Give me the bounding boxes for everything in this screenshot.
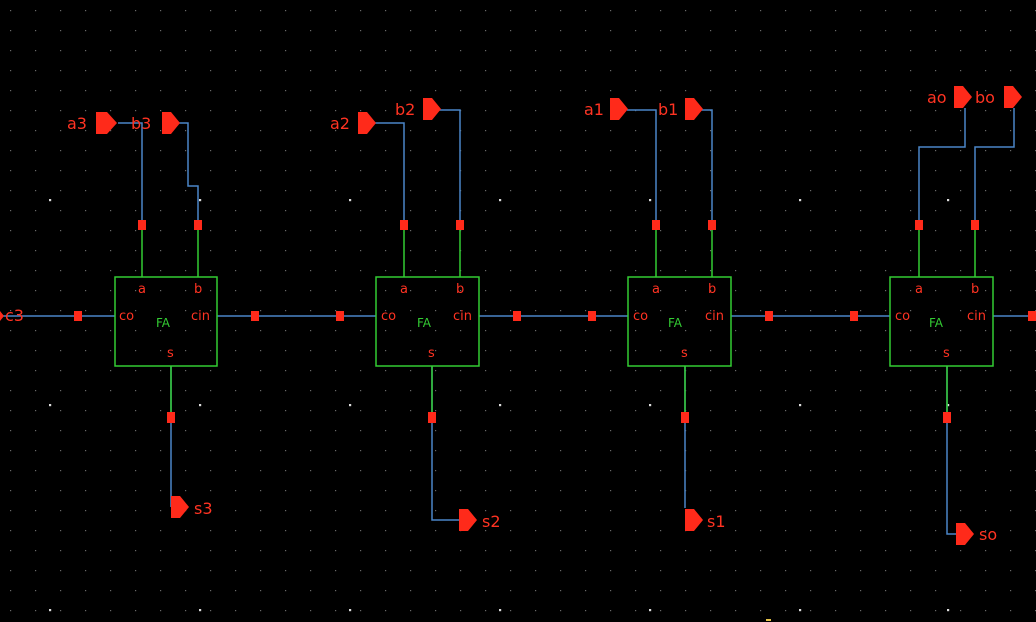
instance-fa3[interactable]: a b co cin FA s bbox=[114, 276, 218, 367]
pin-label-a: a bbox=[915, 282, 923, 297]
pin-label-cin: cin bbox=[453, 309, 472, 324]
wire-b2[interactable] bbox=[438, 109, 461, 222]
pin-label-b: b bbox=[194, 282, 202, 297]
wire-b3[interactable] bbox=[177, 122, 199, 222]
instance-title: FA bbox=[156, 316, 171, 330]
instance-fa0[interactable]: a b co cin FA s bbox=[889, 276, 994, 367]
instance-title: FA bbox=[929, 316, 944, 330]
port-s1-pin[interactable] bbox=[685, 509, 703, 531]
port-s3-label: s3 bbox=[194, 499, 213, 518]
port-b2-label: b2 bbox=[395, 100, 415, 119]
pin-label-cin: cin bbox=[967, 309, 986, 324]
port-s2-label: s2 bbox=[482, 512, 501, 531]
pin-label-s: s bbox=[943, 346, 950, 361]
port-c3-label: c3 bbox=[5, 306, 24, 325]
pin-label-co: co bbox=[895, 309, 910, 324]
instance-fa1[interactable]: a b co cin FA s bbox=[627, 276, 732, 367]
pin-label-b: b bbox=[708, 282, 716, 297]
pin-label-cin: cin bbox=[191, 309, 210, 324]
port-b0-pin[interactable] bbox=[1004, 86, 1022, 108]
pin-label-s: s bbox=[681, 346, 688, 361]
pin-label-b: b bbox=[971, 282, 979, 297]
wire-b0[interactable] bbox=[974, 108, 1015, 222]
port-s3-pin[interactable] bbox=[171, 496, 189, 518]
pin-squares bbox=[74, 220, 1036, 423]
pin-label-a: a bbox=[652, 282, 660, 297]
port-a3-pin[interactable] bbox=[96, 112, 117, 134]
port-a3-label: a3 bbox=[67, 114, 87, 133]
instance-box bbox=[889, 276, 994, 367]
pin-label-co: co bbox=[381, 309, 396, 324]
instance-box bbox=[375, 276, 480, 367]
port-c3-pin[interactable] bbox=[0, 311, 4, 321]
port-a1-label: a1 bbox=[584, 100, 604, 119]
pin-stubs bbox=[141, 228, 976, 412]
pin-label-b: b bbox=[456, 282, 464, 297]
pin-label-a: a bbox=[400, 282, 408, 297]
port-s1-label: s1 bbox=[707, 512, 726, 531]
instance-fa2[interactable]: a b co cin FA s bbox=[375, 276, 480, 367]
port-b1-pin[interactable] bbox=[685, 98, 703, 120]
wire-a3[interactable] bbox=[118, 122, 143, 222]
wire-a1[interactable] bbox=[627, 109, 657, 222]
port-a2-label: a2 bbox=[330, 114, 350, 133]
port-b3-pin[interactable] bbox=[162, 112, 180, 134]
port-b3-label: b3 bbox=[131, 114, 151, 133]
wire-a2[interactable] bbox=[374, 122, 405, 222]
cursor-marker bbox=[766, 619, 771, 621]
port-a2-pin[interactable] bbox=[358, 112, 376, 134]
wire-s0[interactable] bbox=[946, 366, 958, 535]
port-b2-pin[interactable] bbox=[423, 98, 441, 120]
pin-label-co: co bbox=[119, 309, 134, 324]
pin-label-a: a bbox=[138, 282, 146, 297]
port-a0-pin[interactable] bbox=[954, 86, 972, 108]
port-a1-pin[interactable] bbox=[610, 98, 628, 120]
port-s2-pin[interactable] bbox=[459, 509, 477, 531]
wire-b1[interactable] bbox=[701, 109, 713, 222]
wire-a0[interactable] bbox=[918, 108, 966, 222]
instance-title: FA bbox=[417, 316, 432, 330]
grid-dots bbox=[10, 10, 1036, 612]
port-b1-label: b1 bbox=[658, 100, 678, 119]
wire-s2[interactable] bbox=[431, 366, 459, 521]
instance-box bbox=[627, 276, 732, 367]
pin-label-s: s bbox=[167, 346, 174, 361]
pin-label-co: co bbox=[633, 309, 648, 324]
pin-label-cin: cin bbox=[705, 309, 724, 324]
port-b0-label: bo bbox=[975, 88, 995, 107]
port-s0-label: so bbox=[979, 525, 997, 544]
instance-title: FA bbox=[668, 316, 683, 330]
port-a0-label: ao bbox=[927, 88, 947, 107]
port-s0-pin[interactable] bbox=[956, 523, 974, 545]
pin-label-s: s bbox=[428, 346, 435, 361]
instance-box bbox=[114, 276, 218, 367]
